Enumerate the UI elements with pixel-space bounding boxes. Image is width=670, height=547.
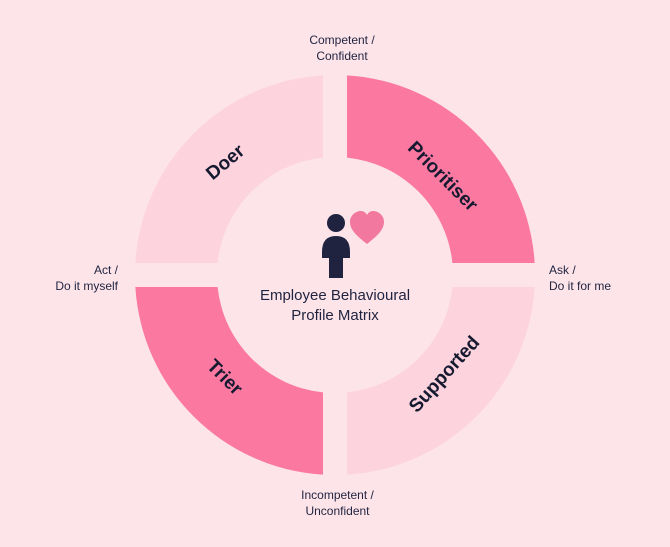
segment-prioritiser — [346, 75, 535, 264]
person-icon — [322, 214, 350, 278]
heart-icon — [350, 211, 384, 244]
axis-label-bottom: Incompetent / Unconfident — [301, 488, 374, 518]
segment-doer — [135, 75, 324, 264]
diagram-title: Employee Behavioural Profile Matrix — [235, 286, 435, 326]
axis-label-right: Ask / Do it for me — [549, 263, 612, 293]
diagram-title-line-2: Profile Matrix — [291, 307, 379, 324]
axis-label-top: Competent / Confident — [309, 33, 375, 63]
segment-trier — [135, 286, 324, 475]
axis-label-left: Act / Do it myself — [55, 263, 118, 293]
diagram-title-line-1: Employee Behavioural — [259, 287, 411, 304]
segment-supported — [346, 286, 535, 475]
